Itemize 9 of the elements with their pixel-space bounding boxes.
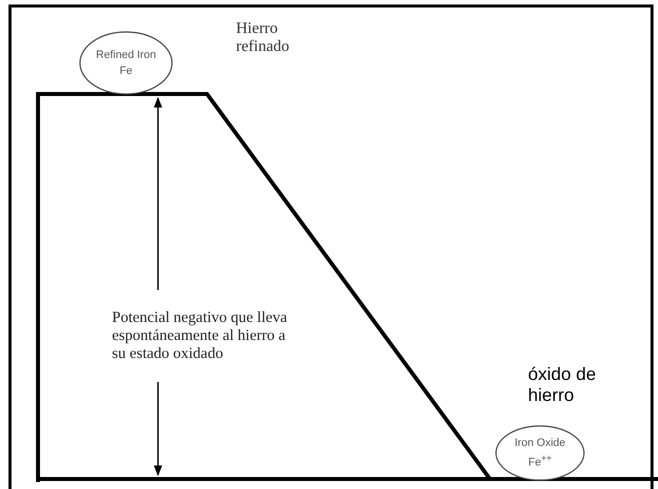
node-caption: óxido de hierro xyxy=(528,364,598,406)
node-label: Fe$^{++}$ xyxy=(528,453,552,469)
ellipse-node xyxy=(495,425,585,481)
ellipse-node xyxy=(79,31,173,95)
annotation: Potencial negativo que lleva espontáneamente al hierro a su estado oxidado xyxy=(112,309,288,362)
node-label: Iron Oxide xyxy=(514,437,566,450)
node-label: Fe xyxy=(120,65,132,78)
node-caption: Hierro refinado xyxy=(236,20,290,57)
node-label: Refined Iron xyxy=(96,48,156,61)
